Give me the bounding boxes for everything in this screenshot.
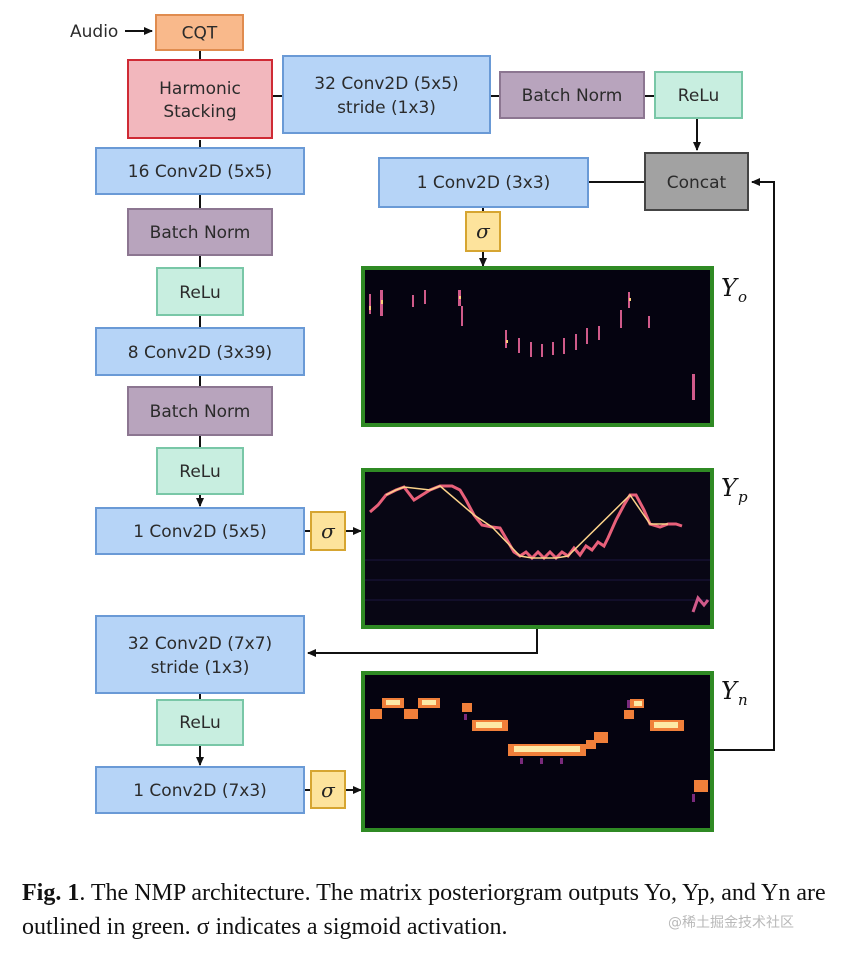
concat-label: Concat	[667, 173, 727, 193]
conv32-7x7-label-2: stride (1x3)	[151, 658, 250, 678]
yp-label: Y p	[721, 474, 748, 506]
relu-2-label: ReLu	[179, 462, 220, 482]
conv1-7x3-label: 1 Conv2D (7x3)	[133, 781, 267, 801]
sigma-mid-label: σ	[321, 519, 336, 543]
relu-1-label: ReLu	[179, 283, 220, 303]
yn-label: Y n	[721, 677, 748, 709]
batchnorm-1-label: Batch Norm	[150, 223, 251, 243]
watermark: @稀土掘金技术社区	[668, 915, 794, 931]
conv1-7x3-block: 1 Conv2D (7x3)	[95, 766, 305, 814]
conv32-5x5-label-2: stride (1x3)	[337, 98, 436, 118]
relu-3-block: ReLu	[156, 699, 244, 746]
harmonic-stacking-block: Harmonic Stacking	[127, 59, 273, 139]
batchnorm-1-block: Batch Norm	[127, 208, 273, 256]
conv32-7x7-block: 32 Conv2D (7x7) stride (1x3)	[95, 615, 305, 694]
yp-label-sub: p	[738, 488, 748, 506]
conv32-7x7-label-1: 32 Conv2D (7x7)	[128, 634, 272, 654]
cqt-label: CQT	[182, 24, 218, 44]
yp-label-main: Y	[721, 474, 739, 502]
conv1-5x5-block: 1 Conv2D (5x5)	[95, 507, 305, 555]
relu-1-block: ReLu	[156, 267, 244, 316]
audio-label: Audio	[70, 22, 118, 42]
relu-top-label: ReLu	[678, 86, 719, 106]
batchnorm-top-label: Batch Norm	[522, 86, 623, 106]
sigma-bottom-block: σ	[310, 770, 346, 809]
connectors	[125, 27, 775, 794]
sigma-top-label: σ	[476, 219, 491, 243]
yn-label-sub: n	[738, 691, 748, 709]
yo-label-main: Y	[721, 274, 739, 302]
batchnorm-top-block: Batch Norm	[499, 71, 645, 119]
relu-top-block: ReLu	[654, 71, 743, 119]
conv1-3x3-block: 1 Conv2D (3x3)	[378, 157, 589, 208]
harmonic-label-1: Harmonic	[159, 79, 241, 99]
architecture-diagram: Audio CQT Harmonic Stacking 32 Conv2D (5…	[70, 14, 775, 832]
yp-to-conv32-7x7-arrow	[307, 627, 538, 657]
yn-label-main: Y	[721, 677, 739, 705]
conv1-5x5-label: 1 Conv2D (5x5)	[133, 522, 267, 542]
figure-caption: Fig. 1. The NMP architecture. The matrix…	[22, 876, 842, 944]
conv8-3x39-label: 8 Conv2D (3x39)	[128, 343, 272, 363]
conv32-5x5-label-1: 32 Conv2D (5x5)	[314, 74, 458, 94]
yo-label: Y o	[721, 274, 747, 306]
cqt-block: CQT	[155, 14, 244, 51]
batchnorm-2-label: Batch Norm	[150, 402, 251, 422]
conv32-5x5-block: 32 Conv2D (5x5) stride (1x3)	[282, 55, 491, 134]
relu-2-block: ReLu	[156, 447, 244, 495]
sigma-bottom-label: σ	[321, 778, 336, 802]
harmonic-label-2: Stacking	[163, 102, 236, 122]
yn-posteriorgram	[361, 671, 714, 832]
sigma-top-block: σ	[465, 211, 501, 252]
conv1-3x3-label: 1 Conv2D (3x3)	[417, 173, 551, 193]
caption-fig-label: Fig. 1	[22, 880, 80, 906]
yp-posteriorgram	[361, 468, 714, 629]
conv16-5x5-block: 16 Conv2D (5x5)	[95, 147, 305, 195]
batchnorm-2-block: Batch Norm	[127, 386, 273, 436]
yo-label-sub: o	[738, 288, 747, 306]
caption-text: . The NMP architecture. The matrix poste…	[22, 880, 826, 940]
relu-3-label: ReLu	[179, 713, 220, 733]
conv16-5x5-label: 16 Conv2D (5x5)	[128, 162, 272, 182]
conv8-3x39-block: 8 Conv2D (3x39)	[95, 327, 305, 376]
yn-to-concat-arrow	[712, 178, 775, 751]
sigma-mid-block: σ	[310, 511, 346, 551]
yo-posteriorgram	[361, 266, 714, 427]
concat-block: Concat	[644, 152, 749, 211]
